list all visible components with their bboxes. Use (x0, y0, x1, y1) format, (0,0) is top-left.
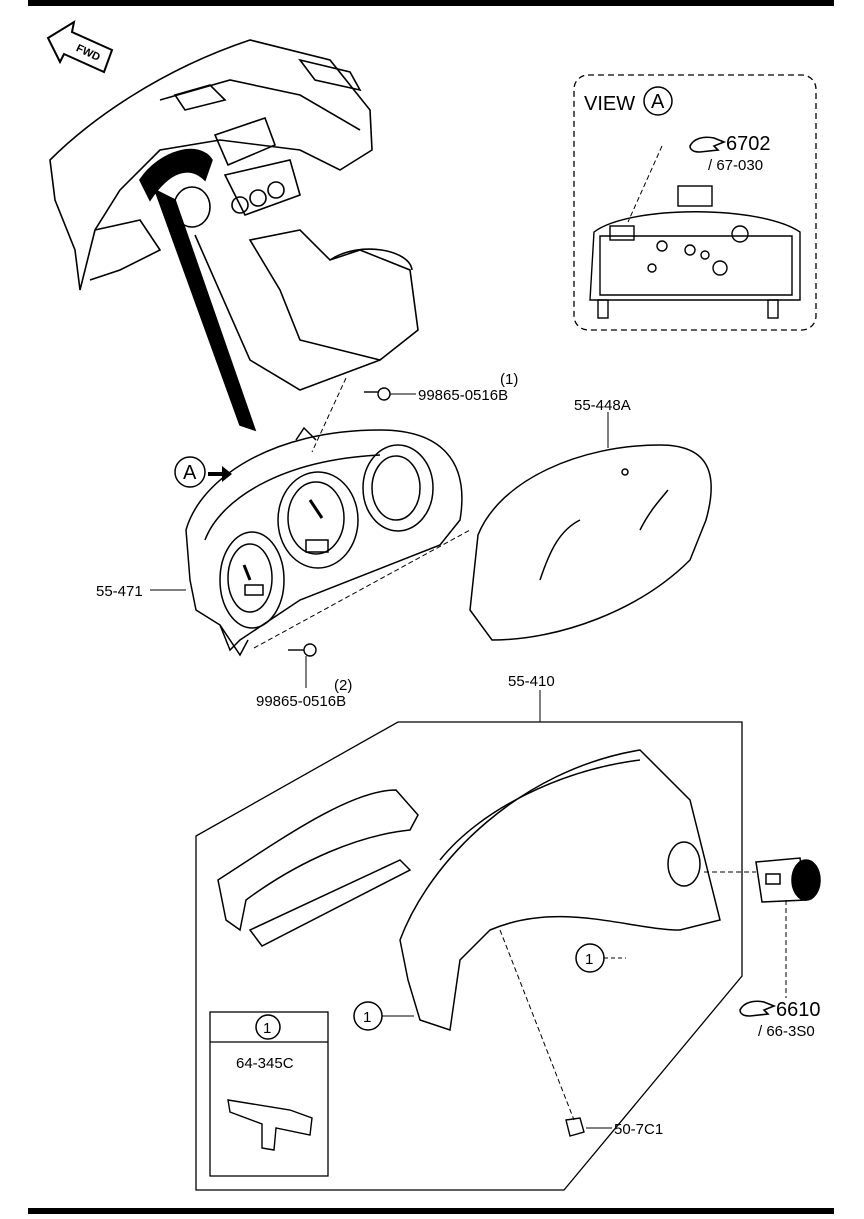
instrument-cluster (185, 426, 463, 657)
cluster-lens (469, 444, 712, 641)
bolt-upper-qty: (1) (500, 371, 518, 388)
fastener (565, 1117, 585, 1137)
fastener-part: 50-7C1 (614, 1121, 663, 1138)
clip-illustration (227, 1099, 313, 1151)
bolt-upper-part: 99865-0516B (418, 387, 508, 404)
dashboard-illustration (49, 39, 419, 432)
callout-a-letter: A (183, 462, 197, 484)
ref-6702: 6702 (726, 133, 771, 155)
switch-part (755, 857, 821, 903)
cluster-rear-view (589, 185, 801, 319)
ref-67-030: / 67-030 (708, 157, 763, 174)
hood-group-box (195, 721, 743, 1191)
hand-pointer-icon (689, 136, 727, 153)
clip-inset-box (209, 1011, 329, 1177)
callout-a-arrow (208, 466, 232, 482)
clip-callout-right: 1 (585, 951, 593, 968)
bottom-border (28, 1208, 834, 1214)
cluster-part: 55-471 (96, 583, 143, 600)
forward-arrow-icon: FWD (46, 19, 114, 74)
view-ref-letter: A (651, 91, 665, 113)
clip-part: 64-345C (236, 1055, 294, 1072)
ref-66-3s0: / 66-3S0 (758, 1023, 815, 1040)
callout-a-circle (174, 456, 206, 488)
view-label: VIEW (584, 93, 635, 115)
inset-callout: 1 (263, 1020, 271, 1037)
clip-callout-left: 1 (363, 1009, 371, 1026)
hand-pointer-icon-2 (739, 1000, 777, 1017)
bolt-lower-part: 99865-0516B (256, 693, 346, 710)
view-ref-circle (643, 86, 673, 116)
lower-bolt (288, 643, 317, 657)
top-border (28, 0, 834, 6)
hood-part: 55-410 (508, 673, 555, 690)
view-leader (627, 145, 663, 223)
view-a-box (573, 74, 817, 331)
ref-6610: 6610 (776, 999, 821, 1021)
bolt-lower-qty: (2) (334, 677, 352, 694)
meter-hood (217, 749, 721, 1031)
lens-part: 55-448A (574, 397, 631, 414)
upper-bolt (364, 387, 391, 401)
